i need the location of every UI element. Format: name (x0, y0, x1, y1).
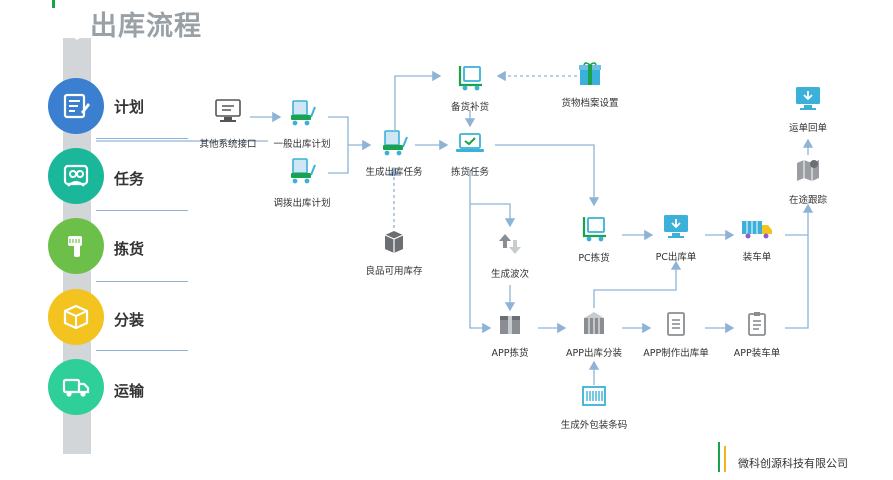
footer-green-bar (718, 442, 720, 472)
stage-separator (96, 281, 188, 282)
stage-transport-label: 运输 (114, 382, 145, 400)
node-app-split: APP出库分装 (566, 348, 622, 359)
title-accent-bar (52, 0, 55, 8)
monitor-download-icon (661, 213, 691, 245)
node-app-pick: APP拣货 (491, 348, 529, 359)
node-load-order: 装车单 (742, 252, 772, 263)
map-pin-icon (794, 156, 822, 188)
task-icon (63, 164, 89, 187)
laptop-check-icon (454, 131, 486, 161)
connector (328, 116, 372, 151)
document-icon (664, 310, 688, 342)
node-gen-barcode: 生成外包装条码 (560, 420, 628, 431)
hand-truck-icon (455, 64, 485, 96)
page-title: 出库流程 (90, 11, 202, 42)
node-other-interface: 其他系统接口 (199, 139, 257, 150)
connector (785, 235, 809, 329)
connector (495, 144, 600, 207)
node-app-load: APP装车单 (733, 348, 781, 359)
stage-pick-label: 拣货 (114, 240, 145, 258)
node-goods-setup: 货物档案设置 (561, 98, 619, 109)
stage-plan (48, 78, 104, 134)
gift-box-icon (576, 61, 604, 91)
node-replenish: 备货补货 (450, 102, 490, 113)
connector (328, 145, 349, 174)
parcel-icon (579, 310, 609, 342)
stage-separator (96, 138, 188, 139)
cart-icon (287, 157, 317, 189)
delivery-truck-icon (740, 216, 774, 246)
node-pc-pick: PC拣货 (578, 253, 610, 264)
clipboard-icon (745, 310, 769, 342)
connector (394, 70, 442, 130)
box-icon (63, 304, 89, 330)
stage-transport (48, 359, 104, 415)
cart-icon (287, 99, 317, 131)
node-pc-outbound: PC出库单 (655, 252, 697, 263)
monitor-icon (213, 98, 243, 128)
crate-icon (496, 311, 524, 341)
node-good-stock: 良品可用库存 (365, 266, 423, 277)
cart-icon (379, 129, 409, 161)
node-in-transit: 在途跟踪 (788, 195, 828, 206)
node-transfer-plan: 调拨出库计划 (273, 198, 331, 209)
stage-pick (48, 218, 104, 274)
footer-yellow-bar (724, 446, 726, 472)
node-app-make-outbound: APP制作出库单 (643, 348, 709, 359)
stage-separator (96, 350, 188, 351)
stage-task-label: 任务 (114, 170, 145, 188)
hand-truck-icon (579, 215, 609, 247)
plan-icon (63, 93, 90, 119)
node-general-plan: 一般出库计划 (273, 139, 331, 150)
truck-icon (62, 378, 90, 397)
stage-spine-notch (63, 30, 91, 40)
scanner-icon (68, 236, 82, 257)
wave-arrows-icon (496, 231, 524, 261)
monitor-download-icon (793, 85, 823, 117)
stage-pack-label: 分装 (114, 311, 145, 329)
stage-task (48, 148, 104, 204)
stage-plan-label: 计划 (114, 98, 145, 116)
connector (593, 260, 682, 308)
company-name: 微科创源科技有限公司 (738, 457, 848, 470)
node-pick-task: 拣货任务 (450, 167, 490, 178)
stage-separator (96, 210, 188, 211)
node-gen-wave: 生成波次 (490, 269, 530, 280)
node-generate-task: 生成出库任务 (365, 167, 423, 178)
barcode-icon (580, 384, 608, 412)
node-waybill-return: 运单回单 (788, 123, 828, 134)
stock-box-icon (381, 229, 407, 259)
connector (469, 170, 492, 334)
connector (470, 203, 516, 228)
connector (785, 203, 814, 236)
stage-pack (48, 289, 104, 345)
